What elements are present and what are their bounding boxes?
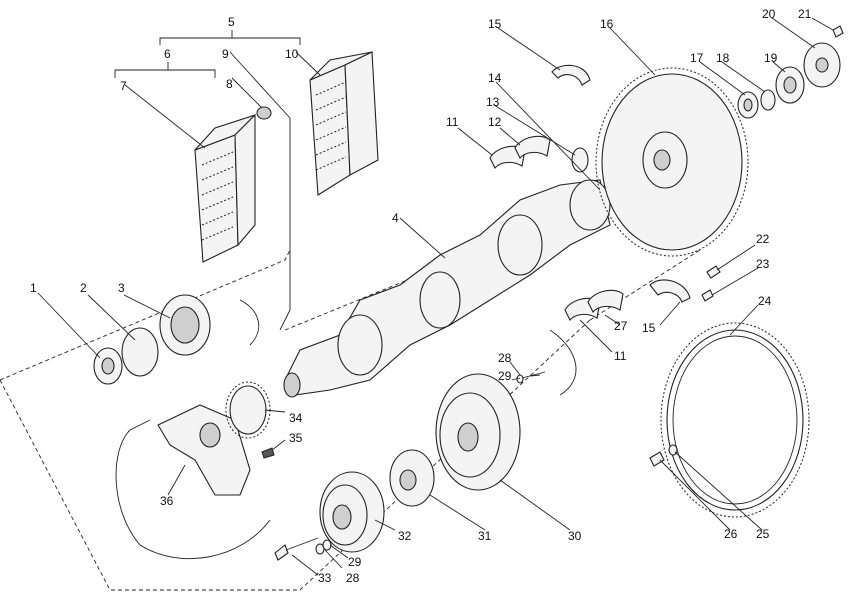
bracket-6 xyxy=(114,62,216,78)
bearing-shell-12 xyxy=(514,135,551,159)
callout-15-lower: 15 xyxy=(642,321,656,335)
oil-seal-3-inner xyxy=(170,306,200,344)
counterweight-36 xyxy=(157,404,251,496)
callout-24: 24 xyxy=(758,294,772,308)
ring-gear-24 xyxy=(666,329,804,511)
ring-gear-24-inner xyxy=(672,335,798,505)
bolt-26 xyxy=(649,451,665,467)
callout-28-lower: 28 xyxy=(346,571,360,585)
bolt-shank-33 xyxy=(285,537,319,551)
hub-31-bore xyxy=(399,469,417,491)
callout-labels: 1 2 3 4 5 6 7 8 9 10 11 11 12 13 14 15 1… xyxy=(30,7,812,585)
callout-15-upper: 15 xyxy=(488,17,502,31)
callout-36: 36 xyxy=(160,494,174,508)
callout-14: 14 xyxy=(488,71,502,85)
bearing-17-bore xyxy=(743,98,753,112)
callout-26: 26 xyxy=(724,527,738,541)
washer-25 xyxy=(668,444,678,456)
callout-16: 16 xyxy=(600,17,614,31)
lock-washer-2 xyxy=(121,327,159,377)
callout-8: 8 xyxy=(226,77,233,91)
callout-10: 10 xyxy=(285,47,299,61)
nut-1-hole xyxy=(101,357,115,375)
pulley-32-bore xyxy=(332,504,352,530)
callout-9: 9 xyxy=(222,47,229,61)
leader-lines xyxy=(37,17,834,576)
callout-29-lower: 29 xyxy=(348,555,362,569)
counterweight-hole xyxy=(199,422,221,448)
bushing-8 xyxy=(256,106,272,120)
gear-34-teeth xyxy=(225,381,271,439)
callout-33: 33 xyxy=(318,571,332,585)
callout-5: 5 xyxy=(228,15,235,29)
callout-22: 22 xyxy=(756,232,770,246)
key-35 xyxy=(261,447,275,459)
callout-11-upper: 11 xyxy=(446,115,459,129)
belt-loop xyxy=(115,299,271,560)
callout-30: 30 xyxy=(568,529,582,543)
callout-21: 21 xyxy=(798,7,812,21)
washer-29-upper xyxy=(516,374,524,384)
callout-23: 23 xyxy=(756,257,770,271)
belt-loop-right xyxy=(549,329,577,396)
callout-7: 7 xyxy=(120,79,127,93)
callout-25: 25 xyxy=(756,527,770,541)
damper-30-bore xyxy=(457,422,479,452)
crankshaft-4 xyxy=(283,179,611,398)
callout-13: 13 xyxy=(486,95,500,109)
washer-29 xyxy=(322,539,332,551)
bracket-5 xyxy=(159,30,301,45)
callout-12: 12 xyxy=(488,115,502,129)
callout-32: 32 xyxy=(398,529,412,543)
callout-11-lower: 11 xyxy=(614,349,627,363)
callout-3: 3 xyxy=(118,281,125,295)
ring-gear-24-teeth xyxy=(660,322,810,518)
bolt-head-33 xyxy=(274,544,289,561)
thrust-washer-13 xyxy=(571,147,589,173)
callout-1: 1 xyxy=(30,281,37,295)
thrust-half-15-lower xyxy=(649,279,691,303)
bearing-shell-27 xyxy=(587,289,624,313)
callout-31: 31 xyxy=(478,529,492,543)
callout-27: 27 xyxy=(614,319,628,333)
callout-35: 35 xyxy=(289,431,303,445)
callout-17: 17 xyxy=(690,51,704,65)
callout-18: 18 xyxy=(716,51,730,65)
gear-34 xyxy=(229,385,267,435)
bearing-shell-11 xyxy=(489,145,526,169)
callout-29-upper: 29 xyxy=(498,369,512,383)
callout-19: 19 xyxy=(764,51,778,65)
callout-28-upper: 28 xyxy=(498,351,512,365)
bolt-28-upper xyxy=(521,371,546,379)
bolt-21 xyxy=(832,25,844,38)
thrust-half-15-upper xyxy=(551,64,591,86)
callout-2: 2 xyxy=(80,281,87,295)
callout-6: 6 xyxy=(164,47,171,61)
callout-4: 4 xyxy=(392,211,399,225)
dowel-23 xyxy=(701,289,714,302)
piston-ring-set-box-7 xyxy=(194,113,256,263)
flywheel-16-teeth xyxy=(595,67,749,257)
plate-20-bore xyxy=(815,57,829,73)
piston-ring-set-box-10 xyxy=(309,51,379,196)
dowel-22 xyxy=(706,265,721,279)
ring-18 xyxy=(760,89,776,111)
flywheel-16-bore xyxy=(653,149,671,171)
callout-34: 34 xyxy=(289,411,303,425)
callout-20: 20 xyxy=(762,7,776,21)
bearing-19-bore xyxy=(783,76,797,94)
